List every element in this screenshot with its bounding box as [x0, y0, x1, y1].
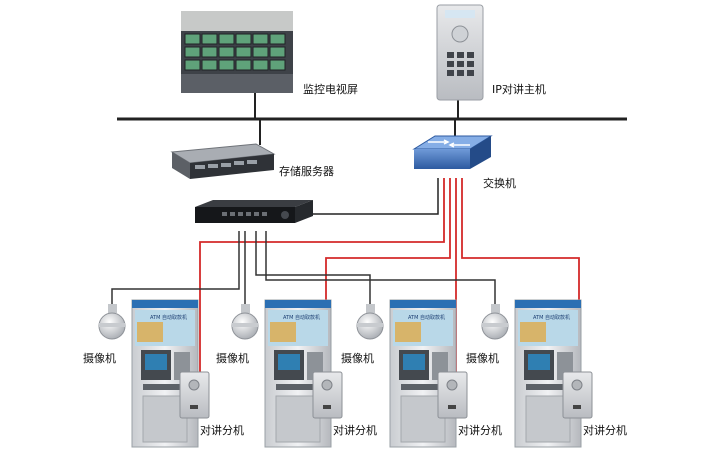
atm-unit-4: 摄像机 ATM 自动取款机 对讲分机 — [466, 299, 627, 448]
dome-camera-icon — [356, 304, 384, 340]
dvr-recorder-icon — [195, 200, 313, 207]
extension-label: 对讲分机 — [458, 423, 502, 437]
extension-label: 对讲分机 — [583, 423, 627, 437]
intercom-extension-icon — [437, 371, 468, 419]
camera-label: 摄像机 — [466, 351, 499, 365]
atm-machine-icon: ATM 自动取款机 — [514, 299, 582, 448]
intercom-host: IP对讲主机 — [436, 4, 546, 101]
atm-unit-1: 摄像机 ATM 自动取款机 对讲分机 — [83, 299, 244, 448]
camera-label: 摄像机 — [341, 351, 374, 365]
intercom-extension-icon — [179, 371, 210, 419]
monitor-wall-label: 监控电视屏 — [303, 82, 358, 96]
camera-label: 摄像机 — [216, 351, 249, 365]
network-switch: 交换机 — [412, 135, 516, 190]
intercom-host-label: IP对讲主机 — [492, 82, 546, 96]
svg-text:ATM 自动取款机: ATM 自动取款机 — [533, 314, 570, 321]
dvr-recorder — [195, 200, 313, 223]
camera-lines — [111, 231, 496, 313]
dvr-switch-line — [313, 178, 439, 215]
storage-server: 存储服务器 — [170, 143, 334, 179]
intercom-extension-icon — [562, 371, 593, 419]
switch-label: 交换机 — [483, 176, 516, 190]
atm-unit-3: 摄像机 ATM 自动取款机 对讲分机 — [341, 299, 502, 448]
svg-text:ATM 自动取款机: ATM 自动取款机 — [150, 314, 187, 321]
atm-unit-2: 摄像机 ATM 自动取款机 对讲分机 — [216, 299, 377, 448]
extension-label: 对讲分机 — [333, 423, 377, 437]
camera-label: 摄像机 — [83, 351, 116, 365]
svg-text:ATM 自动取款机: ATM 自动取款机 — [408, 314, 445, 321]
dome-camera-icon — [98, 304, 126, 340]
dome-camera-icon — [481, 304, 509, 340]
intercom-extension-icon — [312, 371, 343, 419]
dome-camera-icon — [231, 304, 259, 340]
extension-label: 对讲分机 — [200, 423, 244, 437]
svg-text:ATM 自动取款机: ATM 自动取款机 — [283, 314, 320, 321]
storage-server-label: 存储服务器 — [279, 164, 334, 178]
monitor-wall: 监控电视屏 — [181, 11, 358, 96]
atm-machine-icon: ATM 自动取款机 — [131, 299, 199, 448]
